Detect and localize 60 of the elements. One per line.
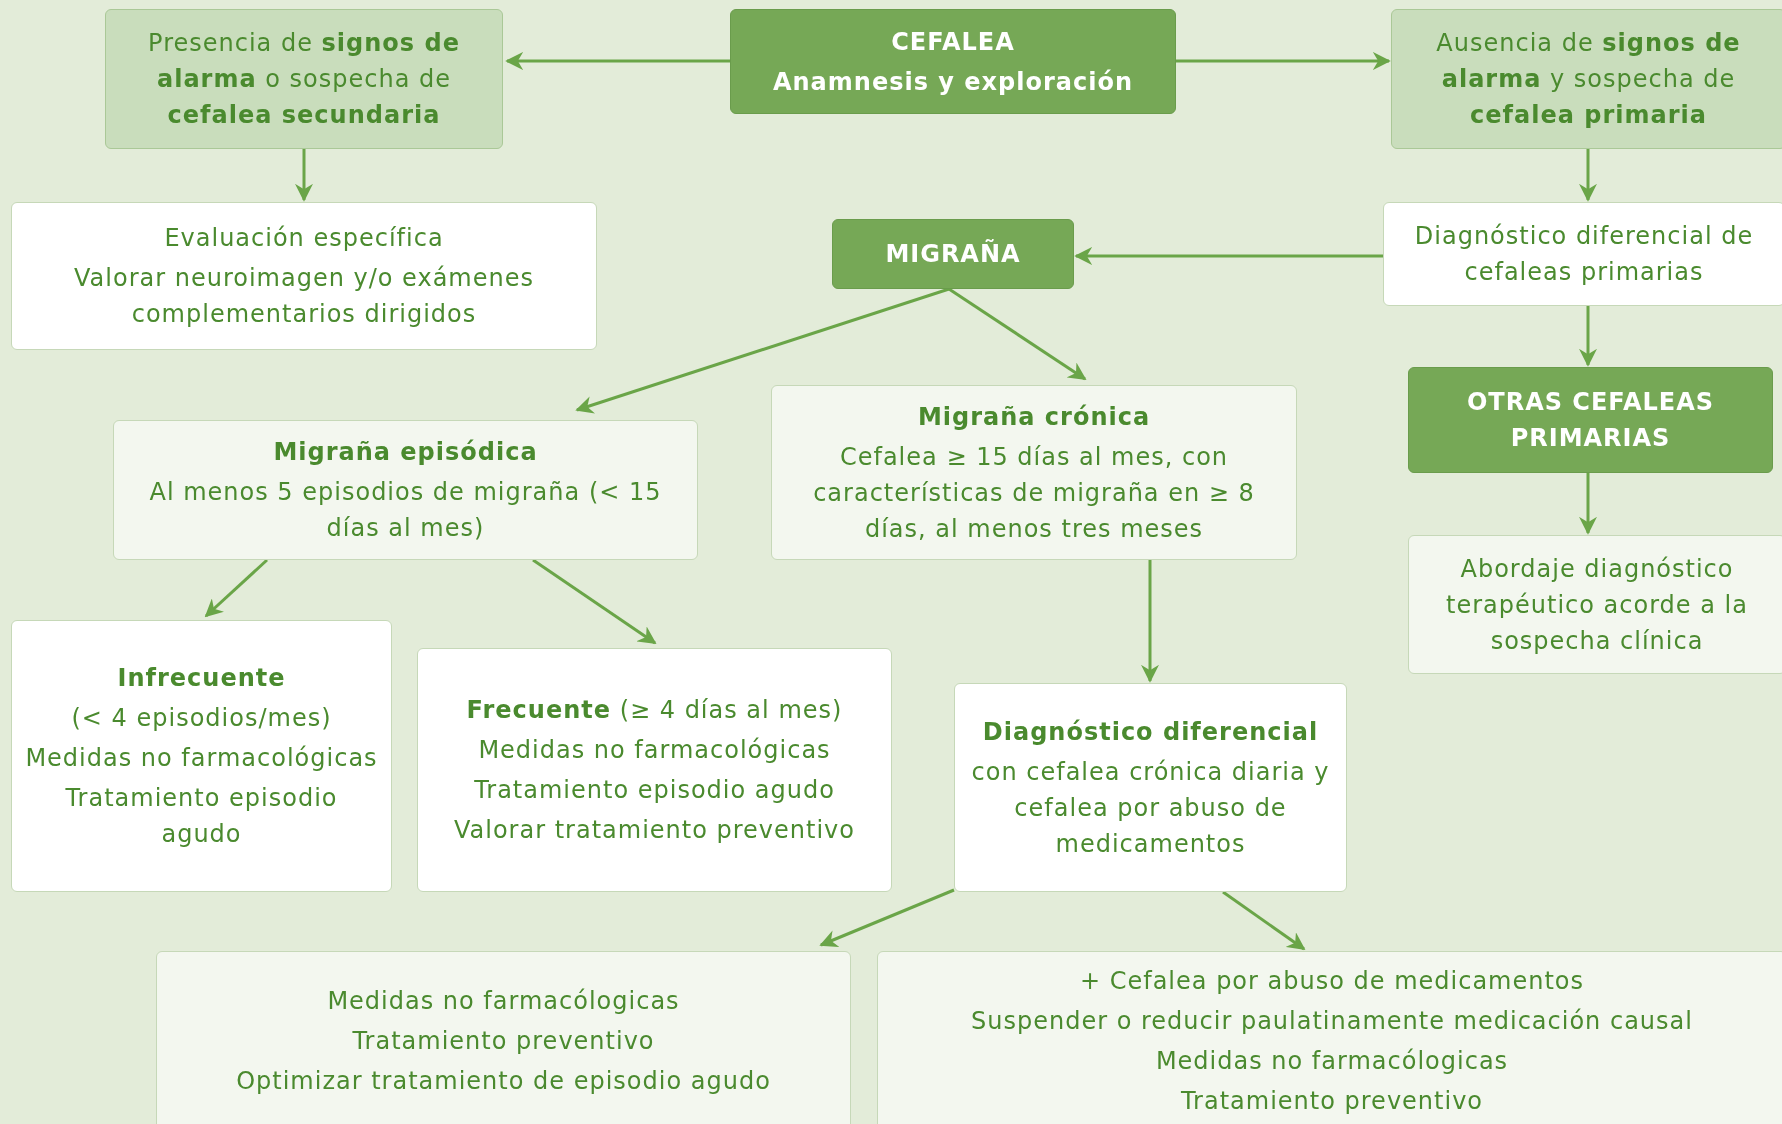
box-text: (< 4 episodios/mes) <box>71 703 332 734</box>
header-box <box>730 9 1176 114</box>
arrow <box>295 149 313 202</box>
box-text: Al menos 5 episodios de migraña (< 15 días al mes) <box>148 477 663 544</box>
process-box <box>1408 535 1782 674</box>
process-box <box>954 683 1347 892</box>
arrow <box>1176 52 1391 70</box>
arrow <box>1579 149 1597 202</box>
box-text: Medidas no farmacológicas <box>478 735 831 766</box>
header-box <box>1408 367 1773 473</box>
box-text: Tratamiento preventivo <box>1180 1086 1484 1117</box>
arrow <box>1074 247 1383 265</box>
arrow <box>819 888 955 948</box>
box-text: Medidas no farmacológicas <box>25 743 378 774</box>
header-box <box>832 219 1074 289</box>
box-text: Suspender o reducir paulatinamente medicación causal <box>971 1006 1693 1037</box>
box-text: CEFALEA <box>891 26 1015 58</box>
process-box <box>1383 202 1782 306</box>
box-text: Tratamiento episodio agudo <box>64 783 339 850</box>
box-heading: Infrecuente <box>117 663 286 694</box>
box-text: Medidas no farmacólogicas <box>1155 1046 1509 1077</box>
process-box <box>877 951 1782 1124</box>
process-box <box>113 420 698 560</box>
box-heading: Migraña crónica <box>917 401 1151 433</box>
box-text: Medidas no farmacólogicas <box>327 986 680 1017</box>
process-box <box>417 648 892 892</box>
box-text: Evaluación específica <box>164 223 444 254</box>
box-text: Anamnesis y exploración <box>772 66 1134 98</box>
box-text: Tratamiento episodio agudo <box>474 775 835 806</box>
arrow <box>948 287 1087 381</box>
arrow <box>532 558 657 645</box>
box-text: Valorar tratamiento preventivo <box>454 815 855 846</box>
box-text: Abordaje diagnóstico terapéutico acorde a la sospecha clínica <box>1445 553 1749 657</box>
box-text: Valorar neuroimagen y/o exámenes complementarios dirigidos <box>73 263 535 330</box>
arrow <box>1141 560 1159 683</box>
process-box <box>105 9 503 149</box>
box-text: con cefalea crónica diaria y cefalea por abuso de medicamentos <box>970 756 1331 860</box>
process-box <box>1391 9 1782 149</box>
box-heading: Diagnóstico diferencial <box>982 716 1319 748</box>
box-text: Ausencia de signos de alarma y sospecha de cefalea primaria <box>1435 28 1742 131</box>
arrow <box>1222 890 1306 951</box>
box-text: + Cefalea por abuso de medicamentos <box>1079 966 1585 997</box>
arrow <box>575 287 950 414</box>
arrow <box>204 558 268 618</box>
arrow <box>1579 473 1597 535</box>
box-text: Frecuente (≥ 4 días al mes) <box>466 695 843 726</box>
box-heading: Migraña episódica <box>273 437 538 468</box>
box-text: Cefalea ≥ 15 días al mes, con características de migraña en ≥ 8 días, al menos tres meses <box>812 441 1256 545</box>
process-box <box>156 951 851 1124</box>
arrow <box>1579 306 1597 367</box>
arrow <box>505 52 730 70</box>
process-box <box>11 202 597 350</box>
process-box <box>771 385 1297 560</box>
process-box <box>11 620 392 892</box>
box-text: Tratamiento preventivo <box>352 1026 655 1057</box>
box-text: OTRAS CEFALEAS PRIMARIAS <box>1465 387 1716 454</box>
box-text: MIGRAÑA <box>885 238 1021 270</box>
box-text: Optimizar tratamiento de episodio agudo <box>236 1066 771 1097</box>
box-text: Diagnóstico diferencial de cefaleas primarias <box>1413 221 1755 288</box>
box-text: Presencia de signos de alarma o sospecha de cefalea secundaria <box>147 28 461 131</box>
